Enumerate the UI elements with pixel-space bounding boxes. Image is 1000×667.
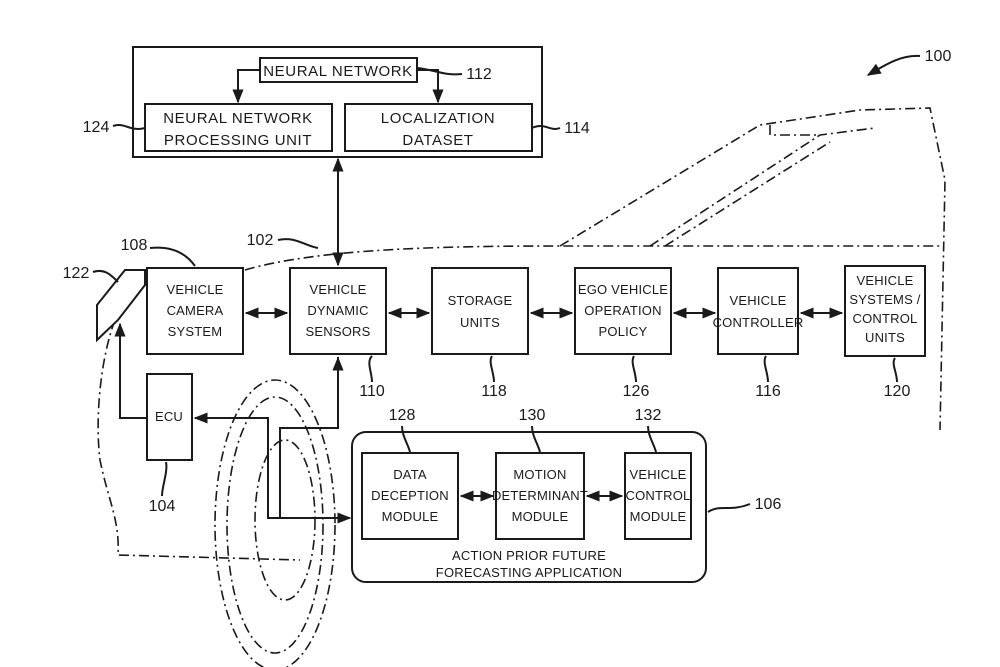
ref-130: 130 [519,407,546,424]
reference-numerals: 100 112 124 114 102 108 122 110 118 126 … [63,48,952,515]
nn-processing-unit-box [144,103,333,152]
ref-116: 116 [755,383,781,400]
dynamic-sensors-label-3: SENSORS [306,324,371,339]
nn-to-processing-arrow [232,69,260,104]
ref-100: 100 [925,48,952,65]
ref-120: 120 [884,383,911,400]
ref-126: 126 [623,383,650,400]
ecu-label: ECU [155,409,183,424]
vehicle-control-module-label-1: VEHICLE [629,467,686,482]
motion-module-label-3: MODULE [512,509,569,524]
dynamic-sensors-label-2: DYNAMIC [307,303,368,318]
ego-policy-label-3: POLICY [599,324,648,339]
camera-system-label-3: SYSTEM [168,324,223,339]
motion-module-label-2: DETERMINANT [492,488,588,503]
ref-122: 122 [63,265,90,282]
ref-114: 114 [564,120,590,137]
camera-system-box [146,267,244,355]
vehicle-control-module-label-3: MODULE [630,509,687,524]
ref-110: 110 [359,383,385,400]
vehicle-control-module-box [624,452,692,540]
vehicle-controller-box [717,267,799,355]
ref-128: 128 [389,407,416,424]
neural-network-label: NEURAL NETWORK [263,63,413,80]
dynamic-sensors-box [289,267,387,355]
systems-control-units-box [844,265,926,357]
ref-102: 102 [247,232,274,249]
motion-module-box [495,452,585,540]
systems-control-label-3: CONTROL [853,311,918,326]
storage-units-box [431,267,529,355]
ego-policy-label-2: OPERATION [584,303,661,318]
ref-100-arrow [866,54,921,76]
storage-units-label-2: UNITS [460,315,500,330]
data-deception-label-2: DECEPTION [371,488,449,503]
data-deception-label-1: DATA [393,467,427,482]
sensors-application-link [279,357,339,518]
ego-vehicle-policy-box [574,267,672,355]
vehicle-control-module-label-2: CONTROL [626,488,691,503]
localization-dataset-label-2: DATASET [402,132,473,149]
dynamic-sensors-label-1: VEHICLE [309,282,366,297]
data-deception-label-3: MODULE [382,509,439,524]
ref-104: 104 [149,498,176,515]
neural-network-box [259,57,418,83]
camera-icon [96,269,146,343]
data-deception-module-box [361,452,459,540]
vehicle-controller-label-1: VEHICLE [729,293,786,308]
nn-processing-unit-label-1: NEURAL NETWORK [163,110,313,127]
ecu-box [146,373,193,461]
motion-module-label-1: MOTION [513,467,566,482]
ecu-application-link [193,412,352,524]
ref-108: 108 [121,237,148,254]
localization-dataset-label-1: LOCALIZATION [381,110,495,127]
ego-policy-label-1: EGO VEHICLE [578,282,668,297]
systems-control-label-4: UNITS [865,330,905,345]
ref-132: 132 [635,407,662,424]
application-title-2: FORECASTING APPLICATION [436,565,622,580]
storage-units-label-1: STORAGE [448,293,513,308]
ref-112: 112 [466,66,492,83]
ref-118: 118 [481,383,507,400]
ref-124: 124 [83,119,110,136]
vehicle-controller-label-2: CONTROLLER [713,315,804,330]
nn-to-dataset-arrow [417,69,444,104]
systems-control-label-2: SYSTEMS / [849,292,920,307]
vehicle-outline [97,107,946,667]
ecu-camera-arrow [114,322,147,419]
ref-106: 106 [755,496,782,513]
application-title-1: ACTION PRIOR FUTURE [452,548,606,563]
nn-processing-unit-label-2: PROCESSING UNIT [164,132,312,149]
systems-control-label-1: VEHICLE [856,273,913,288]
camera-system-label-1: VEHICLE [166,282,223,297]
camera-system-label-2: CAMERA [167,303,224,318]
